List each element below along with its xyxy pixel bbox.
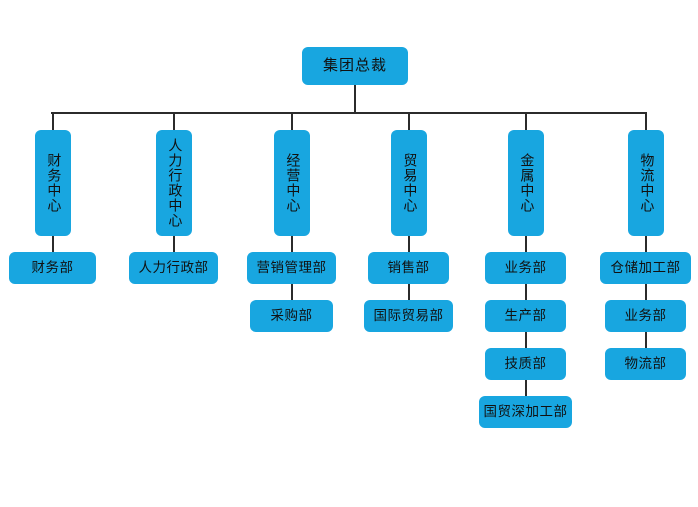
node-dept-logistics-3[interactable]: 物流部 xyxy=(605,348,686,380)
node-dept-metal-2[interactable]: 生产部 xyxy=(485,300,566,332)
connector-bus-to-logistics xyxy=(645,112,647,132)
node-dept-metal-3[interactable]: 技质部 xyxy=(485,348,566,380)
node-group-president[interactable]: 集团总裁 xyxy=(302,47,408,85)
node-dept-trade-1[interactable]: 销售部 xyxy=(368,252,449,284)
node-center-metal[interactable]: 金属中心 xyxy=(508,130,544,236)
connector-metal-dept-3-to-4 xyxy=(525,380,527,397)
connector-bus-to-trade xyxy=(408,112,410,132)
node-dept-operation-1[interactable]: 营销管理部 xyxy=(247,252,336,284)
connector-trade-to-dept-1 xyxy=(408,236,410,254)
connector-bus-to-hr xyxy=(173,112,175,132)
node-center-finance[interactable]: 财务中心 xyxy=(35,130,71,236)
connector-bus-to-finance xyxy=(52,112,54,132)
node-dept-operation-2[interactable]: 采购部 xyxy=(250,300,333,332)
connector-bus-bar xyxy=(51,112,647,114)
connector-logistics-dept-2-to-3 xyxy=(645,332,647,349)
node-dept-logistics-2[interactable]: 业务部 xyxy=(605,300,686,332)
connector-metal-to-dept-1 xyxy=(525,236,527,254)
connector-operation-to-dept-1 xyxy=(291,236,293,254)
node-dept-metal-1[interactable]: 业务部 xyxy=(485,252,566,284)
connector-root-stem xyxy=(354,85,356,113)
connector-trade-dept-1-to-2 xyxy=(408,284,410,301)
node-dept-hr-1[interactable]: 人力行政部 xyxy=(129,252,218,284)
connector-bus-to-operation xyxy=(291,112,293,132)
connector-finance-to-dept-1 xyxy=(52,236,54,254)
connector-metal-dept-1-to-2 xyxy=(525,284,527,301)
connector-hr-to-dept-1 xyxy=(173,236,175,254)
node-dept-metal-4[interactable]: 国贸深加工部 xyxy=(479,396,572,428)
node-dept-logistics-1[interactable]: 仓储加工部 xyxy=(600,252,691,284)
connector-logistics-dept-1-to-2 xyxy=(645,284,647,301)
connector-metal-dept-2-to-3 xyxy=(525,332,527,349)
node-center-logistics[interactable]: 物流中心 xyxy=(628,130,664,236)
node-center-operation[interactable]: 经营中心 xyxy=(274,130,310,236)
connector-bus-to-metal xyxy=(525,112,527,132)
node-dept-trade-2[interactable]: 国际贸易部 xyxy=(364,300,453,332)
node-center-trade[interactable]: 贸易中心 xyxy=(391,130,427,236)
connector-logistics-to-dept-1 xyxy=(645,236,647,254)
connector-operation-dept-1-to-2 xyxy=(291,284,293,301)
node-dept-finance-1[interactable]: 财务部 xyxy=(9,252,96,284)
node-center-hr[interactable]: 人力行政中心 xyxy=(156,130,192,236)
